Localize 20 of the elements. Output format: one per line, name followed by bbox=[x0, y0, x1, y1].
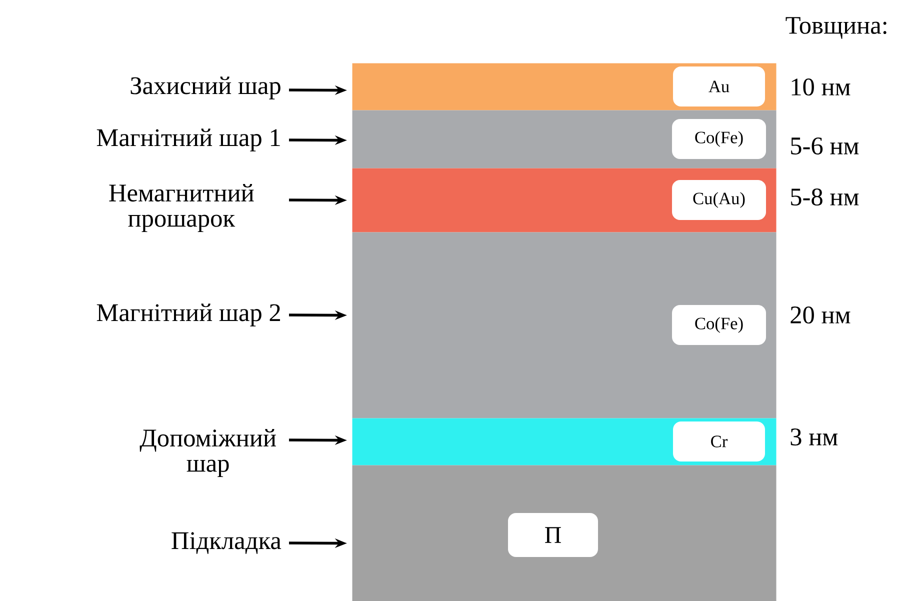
material-badge: Cr bbox=[673, 422, 765, 462]
layer-label: Магнітний шар 1 bbox=[96, 128, 280, 152]
thickness-label: 5-8 нм bbox=[791, 188, 859, 206]
thickness-label: 3 нм bbox=[790, 428, 838, 446]
layer-label: Магнітний шар 2 bbox=[96, 304, 280, 326]
material-badge: Co(Fe) bbox=[672, 119, 766, 159]
layer-label: Підкладка bbox=[172, 532, 282, 554]
thickness-label: 10 нм bbox=[792, 78, 850, 96]
thickness-label: 20 нм bbox=[790, 306, 850, 324]
material-badge: П bbox=[508, 513, 598, 557]
material-badge: Co(Fe) bbox=[672, 305, 766, 345]
layer-label: Захисний шар bbox=[130, 76, 280, 100]
material-badge: Au bbox=[673, 66, 765, 106]
layer-band bbox=[352, 465, 776, 601]
layer-band bbox=[352, 232, 776, 418]
layer-label: Допоміжний шар bbox=[140, 428, 276, 478]
thickness-label: 5-6 нм bbox=[791, 138, 859, 155]
material-badge: Cu(Au) bbox=[672, 180, 766, 220]
layer-label: Немагнитний прошарок bbox=[109, 184, 254, 232]
column-heading: Товщина: bbox=[786, 17, 886, 39]
